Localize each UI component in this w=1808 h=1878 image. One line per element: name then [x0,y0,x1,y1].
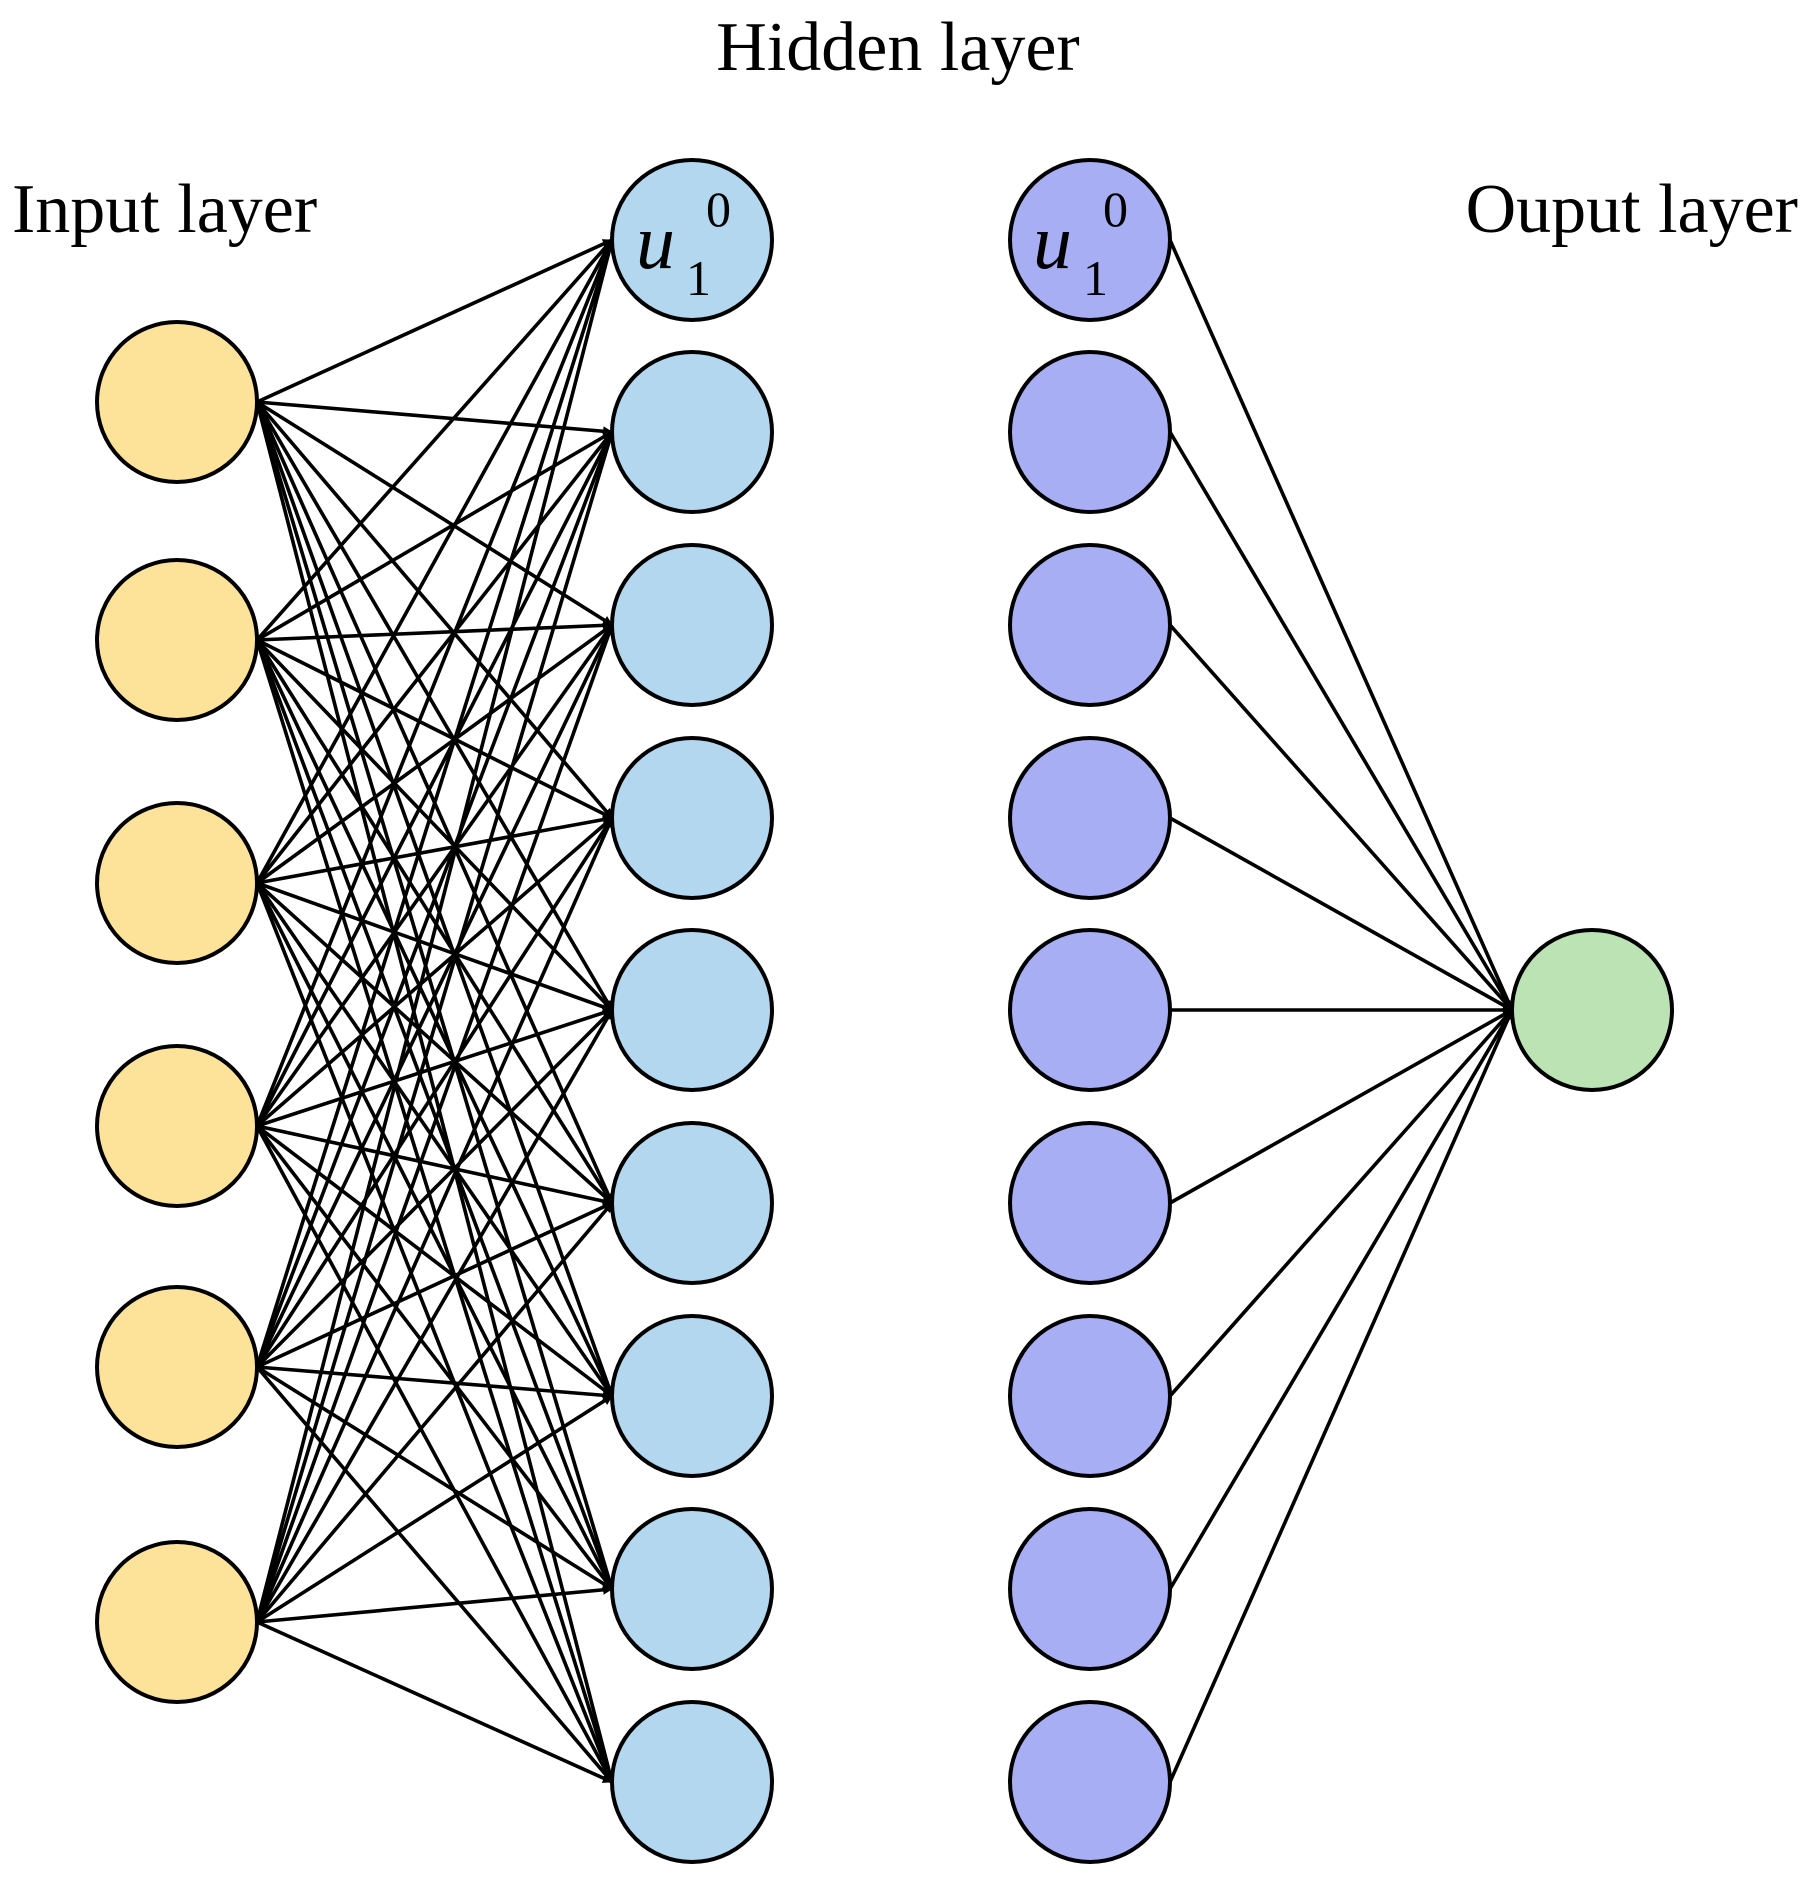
node-label-superscript: 0 [706,181,731,237]
edge-input-4-to-hidden-9 [255,1125,614,1783]
input-node-3 [95,801,259,965]
edge-input-4-to-hidden-7 [255,1124,614,1398]
input-node-4 [95,1044,259,1208]
input-node-5 [95,1285,259,1449]
edge-input-4-to-hidden-8 [255,1124,614,1591]
node-label-superscript: 0 [1103,181,1128,237]
edge-hidden2-4-to-output [1169,816,1513,1012]
edge-input-5-to-hidden-9 [255,1365,614,1784]
edge-input-2-to-hidden-7 [255,639,614,1397]
edge-input-4-to-hidden-2 [255,431,614,1127]
hidden2-node-7 [1008,1314,1172,1478]
edge-input-2-to-hidden-3 [256,620,613,642]
input-node-2 [95,558,259,722]
input-layer-nodes [95,320,259,1704]
node-label-symbol: u [1033,198,1072,285]
hidden1-node-6 [610,1121,774,1285]
edge-input-2-to-hidden-8 [255,639,614,1590]
edge-input-3-to-hidden-7 [255,881,614,1398]
hidden1-node-8 [610,1507,774,1671]
hidden1-node-4 [610,736,774,900]
hidden1-node-3 [610,543,774,707]
edge-input-3-to-hidden-6 [255,881,614,1205]
edge-input-2-to-hidden-1 [255,238,614,642]
edge-hidden2-8-to-output [1168,1009,1514,1590]
edge-input-6-to-hidden-1 [255,239,615,1623]
output-layer-label: Ouput layer [1466,171,1798,248]
hidden2-node-2 [1008,350,1172,514]
edge-hidden2-6-to-output [1169,1008,1513,1205]
hidden-layer-2-nodes [1008,158,1172,1864]
edge-input-4-to-hidden-4 [255,816,614,1128]
edge-input-3-to-hidden-8 [255,882,614,1590]
edge-input-5-to-hidden-1 [255,239,615,1368]
edge-hidden2-7-to-output [1168,1008,1514,1398]
edge-input-3-to-hidden-4 [256,814,613,885]
edge-input-5-to-hidden-2 [255,431,614,1368]
edge-input-6-to-hidden-4 [255,817,614,1623]
hidden2-node-1 [1008,158,1172,322]
edge-input-3-to-hidden-5 [256,881,613,1012]
output-node-1 [1510,928,1674,1092]
edge-hidden2-3-to-output [1168,623,1514,1012]
edge-input-3-to-hidden-3 [255,623,614,885]
edge-input-3-to-hidden-2 [255,430,614,885]
node-label-subscript: 1 [686,250,711,306]
hidden2-node-9 [1008,1700,1172,1864]
edge-input-5-to-hidden-7 [256,1365,613,1401]
hidden2-node-1-label: u 1 0 [1033,181,1128,306]
edge-input-6-to-hidden-3 [255,624,614,1623]
edge-input-5-to-hidden-4 [255,817,614,1368]
hidden1-node-7 [610,1314,774,1478]
edge-input-6-to-hidden-8 [256,1584,613,1624]
edge-input-6-to-hidden-7 [256,1394,613,1624]
hidden2-node-3 [1008,543,1172,707]
hidden-layer-1-nodes [610,158,774,1864]
edge-input-6-to-hidden-9 [256,1620,613,1784]
edge-input-5-to-hidden-6 [256,1201,613,1369]
hidden2-node-6 [1008,1121,1172,1285]
input-layer-label: Input layer [12,171,317,248]
hidden2-node-5 [1008,928,1172,1092]
edge-input-3-to-hidden-1 [255,239,614,884]
edge-input-6-to-hidden-6 [255,1201,614,1624]
hidden2-node-4 [1008,736,1172,900]
input-node-6 [95,1540,259,1704]
edge-hidden2-9-to-output [1168,1009,1514,1783]
edge-input-1-to-hidden-3 [256,400,613,627]
edge-input-2-to-hidden-5 [255,638,614,1012]
edge-input-5-to-hidden-3 [255,624,614,1368]
edge-input-2-to-hidden-4 [256,638,613,820]
hidden1-node-1-label: u 1 0 [636,181,731,306]
node-label-subscript: 1 [1083,250,1108,306]
hidden1-node-2 [610,350,774,514]
edge-input-6-to-hidden-5 [255,1009,614,1623]
hidden-to-output-edges [1168,239,1514,1783]
edge-input-5-to-hidden-8 [256,1365,613,1591]
edge-input-3-to-hidden-9 [255,882,614,1783]
hidden1-node-5 [610,928,774,1092]
edge-hidden2-1-to-output [1168,239,1514,1011]
edge-input-2-to-hidden-9 [255,639,615,1783]
edge-input-4-to-hidden-1 [255,239,614,1127]
edge-input-4-to-hidden-3 [255,623,614,1128]
input-node-1 [95,320,259,484]
output-layer-nodes [1510,928,1674,1092]
edge-input-4-to-hidden-5 [256,1008,613,1128]
input-to-hidden-edges [255,238,615,1784]
edge-input-6-to-hidden-2 [255,431,615,1623]
hidden-layer-label: Hidden layer [716,9,1079,86]
edge-input-5-to-hidden-5 [255,1008,614,1369]
hidden1-node-9 [610,1700,774,1864]
edge-hidden2-2-to-output [1168,431,1514,1011]
hidden2-node-8 [1008,1507,1172,1671]
node-label-symbol: u [636,198,675,285]
edge-input-4-to-hidden-6 [256,1124,613,1206]
edge-input-1-to-hidden-1 [256,238,613,404]
hidden1-node-1 [610,158,774,322]
